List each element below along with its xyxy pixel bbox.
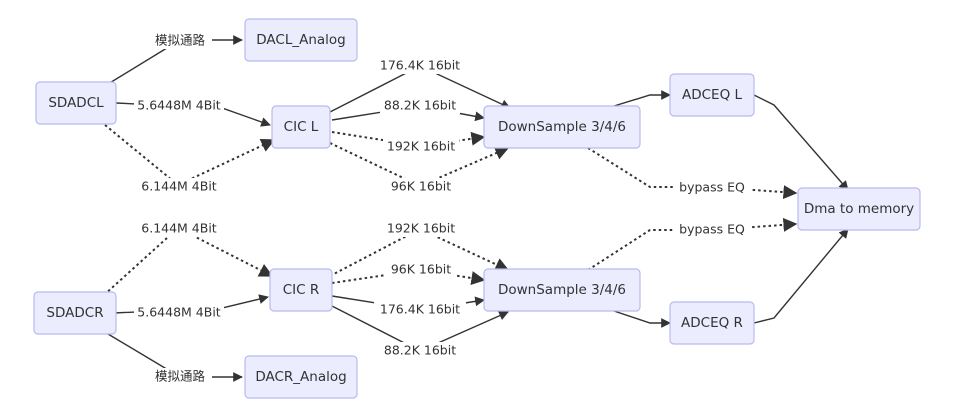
node-dacr-analog-label: DACR_Analog <box>255 369 346 385</box>
node-dma: Dma to memory <box>797 187 921 231</box>
edge-label-l-192-text: 192K 16bit <box>387 139 455 154</box>
edge-label-r-192-text: 192K 16bit <box>387 221 455 236</box>
edge-label-l-bypass: bypass EQ <box>674 179 750 196</box>
node-cic-l: CIC L <box>271 105 331 149</box>
edge-label-l-analog: 模拟通路 <box>148 32 212 49</box>
edge-dsl-dma-bypass <box>587 147 798 200</box>
node-sdadcr: SDADCR <box>33 291 117 335</box>
node-downsample-l-label: DownSample 3/4/6 <box>498 119 626 135</box>
edge-label-r-56448: 5.6448M 4Bit <box>134 304 224 321</box>
edge-sdadcl-cicl-dotted <box>104 124 276 187</box>
edge-label-r-analog: 模拟通路 <box>148 368 212 385</box>
node-adceq-r-label: ADCEQ R <box>681 315 743 331</box>
node-downsample-r: DownSample 3/4/6 <box>483 268 641 312</box>
edge-label-l-96-text: 96K 16bit <box>391 179 451 194</box>
node-downsample-r-label: DownSample 3/4/6 <box>498 282 626 298</box>
node-adceq-l: ADCEQ L <box>669 73 755 117</box>
edge-label-r-192: 192K 16bit <box>383 220 459 237</box>
edge-dsl-adceql <box>613 90 671 107</box>
node-adceq-r: ADCEQ R <box>669 301 755 345</box>
edge-label-l-bypass-text: bypass EQ <box>679 180 745 195</box>
edge-label-r-56448-text: 5.6448M 4Bit <box>137 305 220 320</box>
edge-adceql-dma <box>753 94 849 191</box>
edge-cicr-dsr-192 <box>329 227 510 277</box>
edge-label-r-bypass: bypass EQ <box>674 221 750 238</box>
edge-label-l-6144-text: 6.144M 4Bit <box>141 179 217 194</box>
node-adceq-l-label: ADCEQ L <box>682 87 743 103</box>
edge-label-r-882: 88.2K 16bit <box>380 342 460 359</box>
edge-label-l-6144: 6.144M 4Bit <box>136 178 222 195</box>
node-dacl-analog: DACL_Analog <box>244 18 358 62</box>
node-dacr-analog: DACR_Analog <box>244 355 358 399</box>
node-sdadcl: SDADCL <box>35 81 117 125</box>
edge-label-r-bypass-text: bypass EQ <box>679 222 745 237</box>
node-cic-r-label: CIC R <box>283 282 320 298</box>
edge-label-l-1764: 176.4K 16bit <box>374 57 466 74</box>
edge-label-l-1764-text: 176.4K 16bit <box>380 58 460 73</box>
node-dma-label: Dma to memory <box>804 201 914 217</box>
edge-label-l-192: 192K 16bit <box>383 138 459 155</box>
node-sdadcr-label: SDADCR <box>46 305 103 321</box>
node-downsample-l: DownSample 3/4/6 <box>483 105 641 149</box>
edge-label-r-1764-text: 176.4K 16bit <box>380 302 460 317</box>
node-dacl-analog-label: DACL_Analog <box>256 32 346 48</box>
edge-label-l-56448-text: 5.6448M 4Bit <box>137 98 220 113</box>
edge-adceqr-dma <box>753 228 849 324</box>
edge-label-l-96: 96K 16bit <box>386 178 456 195</box>
edge-label-r-96-text: 96K 16bit <box>391 262 451 277</box>
edge-label-r-analog-text: 模拟通路 <box>155 369 206 384</box>
node-sdadcl-label: SDADCL <box>48 95 104 111</box>
edge-label-l-882: 88.2K 16bit <box>380 97 460 114</box>
edge-label-l-882-text: 88.2K 16bit <box>384 98 456 113</box>
edge-label-r-96: 96K 16bit <box>386 261 456 278</box>
node-cic-r: CIC R <box>269 268 333 312</box>
node-cic-l-label: CIC L <box>284 119 319 135</box>
edge-dsr-adceqr <box>613 310 671 328</box>
edge-label-r-6144-text: 6.144M 4Bit <box>141 221 217 236</box>
edge-label-r-1764: 176.4K 16bit <box>374 301 466 318</box>
edge-label-r-882-text: 88.2K 16bit <box>384 343 456 358</box>
edge-label-l-analog-text: 模拟通路 <box>155 33 206 48</box>
edge-sdadcr-cicr-dotted <box>103 226 274 296</box>
edge-label-l-56448: 5.6448M 4Bit <box>134 97 224 114</box>
edge-label-r-6144: 6.144M 4Bit <box>136 220 222 237</box>
